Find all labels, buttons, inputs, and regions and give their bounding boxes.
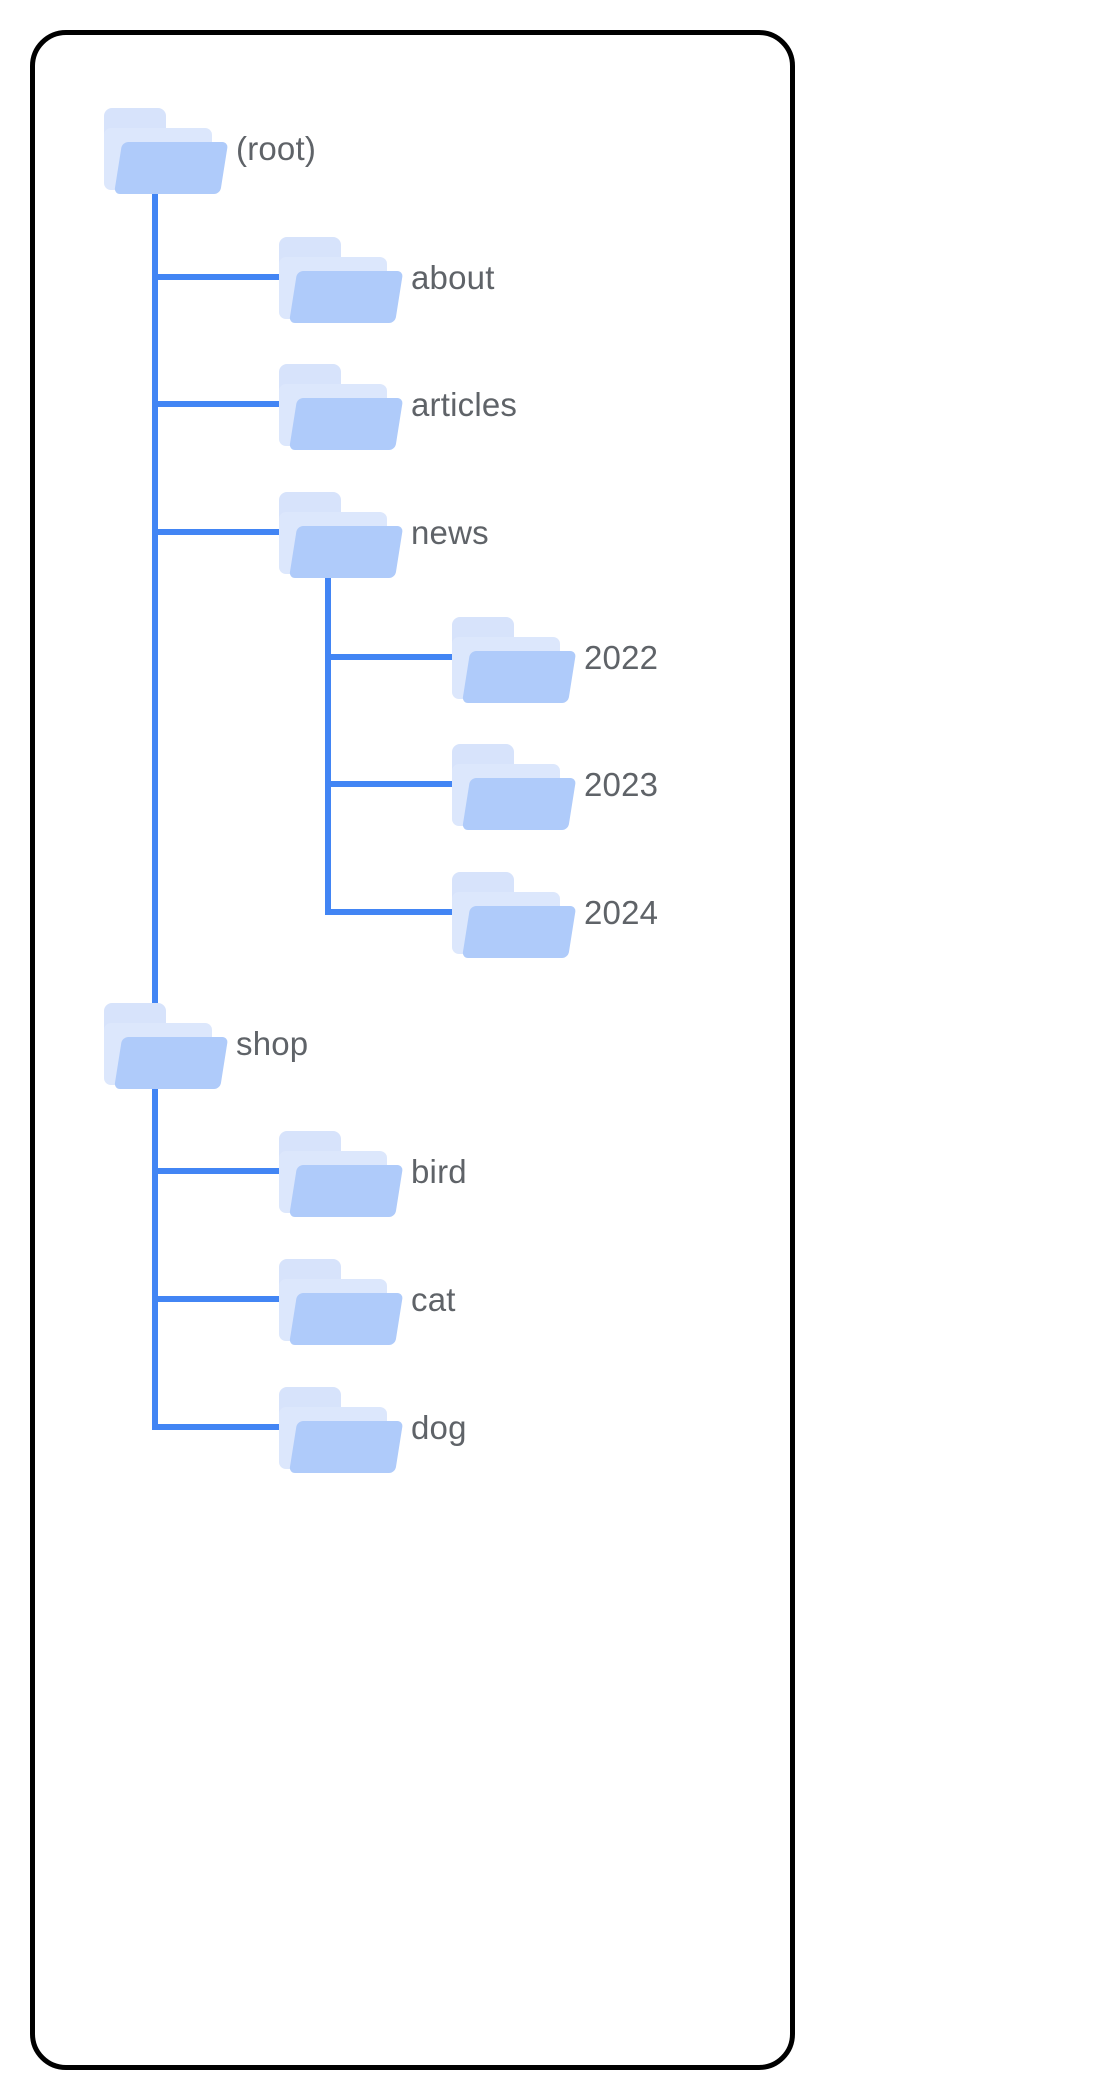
tree-node-label: news bbox=[411, 513, 489, 551]
tree-node-about[interactable]: about bbox=[275, 229, 495, 325]
tree-node-2024[interactable]: 2024 bbox=[448, 864, 658, 960]
tree-node-label: shop bbox=[236, 1024, 309, 1062]
folder-icon bbox=[275, 1381, 404, 1473]
tree-node-news[interactable]: news bbox=[275, 484, 489, 580]
tree-node-label: articles bbox=[411, 385, 518, 423]
connector-2024 bbox=[325, 909, 457, 915]
tree-node-label: cat bbox=[411, 1280, 456, 1318]
folder-icon bbox=[275, 358, 404, 450]
folder-icon bbox=[275, 231, 404, 323]
connector-2022 bbox=[325, 654, 457, 660]
folder-icon bbox=[448, 738, 577, 830]
connector-2023 bbox=[325, 781, 457, 787]
connector-articles bbox=[152, 401, 284, 407]
tree-node-label: 2023 bbox=[584, 765, 659, 803]
tree-node-dog[interactable]: dog bbox=[275, 1379, 467, 1475]
trunk-line-news bbox=[325, 562, 331, 915]
trunk-line-shop bbox=[152, 1078, 158, 1430]
connector-news bbox=[152, 529, 284, 535]
tree-node-articles[interactable]: articles bbox=[275, 356, 517, 452]
folder-icon bbox=[448, 866, 577, 958]
tree-node-cat[interactable]: cat bbox=[275, 1251, 456, 1347]
tree-node-label: 2024 bbox=[584, 893, 659, 931]
tree-node-bird[interactable]: bird bbox=[275, 1123, 467, 1219]
tree-node-label: bird bbox=[411, 1152, 467, 1190]
tree-node-label: (root) bbox=[236, 129, 317, 167]
tree-node-label: 2022 bbox=[584, 638, 659, 676]
tree-node-2022[interactable]: 2022 bbox=[448, 609, 658, 705]
connector-bird bbox=[152, 1168, 284, 1174]
connector-about bbox=[152, 274, 284, 280]
tree-node-root[interactable]: (root) bbox=[100, 100, 316, 196]
tree-node-shop[interactable]: shop bbox=[100, 995, 308, 1091]
trunk-line-root bbox=[152, 183, 158, 1010]
connector-cat bbox=[152, 1296, 284, 1302]
folder-icon bbox=[100, 997, 229, 1089]
tree-node-label: dog bbox=[411, 1408, 467, 1446]
folder-icon bbox=[275, 486, 404, 578]
folder-icon bbox=[448, 611, 577, 703]
connector-dog bbox=[152, 1424, 284, 1430]
folder-icon bbox=[100, 102, 229, 194]
tree-node-2023[interactable]: 2023 bbox=[448, 736, 658, 832]
folder-icon bbox=[275, 1125, 404, 1217]
tree-node-label: about bbox=[411, 258, 495, 296]
folder-icon bbox=[275, 1253, 404, 1345]
